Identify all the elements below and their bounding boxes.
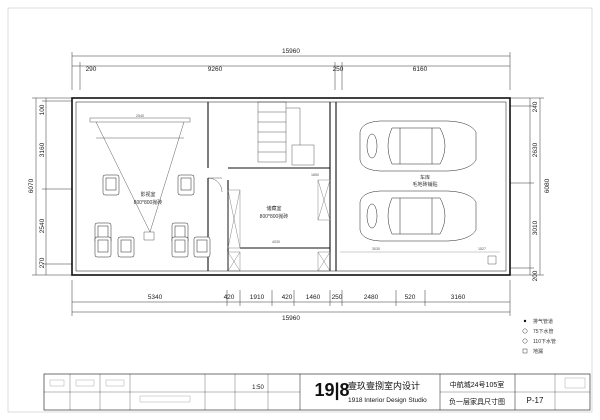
legend-circle-icon <box>522 338 528 344</box>
storage-name: 储藏室 <box>266 205 281 212</box>
stair <box>257 101 315 166</box>
top-seg-1: 290 <box>86 66 97 73</box>
audio-room-name: 影视室 <box>140 191 155 198</box>
right-dimension-chain <box>510 97 544 276</box>
bottom-seg-4: 420 <box>282 294 293 301</box>
legend-label: 排气管道 <box>533 318 553 325</box>
left-seg-3: 2540 <box>39 218 46 233</box>
bottom-dimension-chain <box>71 280 511 316</box>
inner-dim-storage: 4030 <box>272 240 280 244</box>
partition-walls <box>207 102 337 271</box>
left-seg-4: 270 <box>39 257 46 268</box>
top-seg-4: 6160 <box>413 66 428 73</box>
floor-drain-symbol <box>487 255 497 265</box>
left-seg-2: 3160 <box>39 142 46 157</box>
car-bottom <box>359 190 477 242</box>
wall-columns <box>227 179 331 272</box>
legend-circle-icon <box>522 328 528 334</box>
audio-room-seats <box>94 174 211 258</box>
seat <box>171 236 189 258</box>
company-name-en: 1918 Interior Design Studio <box>348 397 427 404</box>
left-dimension-chain <box>32 97 72 276</box>
bottom-seg-7: 2480 <box>364 294 379 301</box>
audio-room-floor: 800*800抛砖 <box>134 199 163 206</box>
top-seg-2: 9260 <box>208 66 223 73</box>
door-swing <box>207 177 223 193</box>
garage-name: 车库 <box>420 174 430 181</box>
bottom-seg-6: 250 <box>332 294 343 301</box>
inner-dim-left-top: 2540 <box>136 114 144 118</box>
audio-room-projection <box>89 117 191 241</box>
studio-logo-mark: 19|8 <box>314 380 349 400</box>
legend-label: 地漏 <box>533 348 543 355</box>
legend-square-icon <box>522 348 528 354</box>
legend-label: 110下水管 <box>533 338 556 345</box>
scale-value: 1:50 <box>252 385 264 391</box>
garage-floor: 毛地砖铺贴 <box>412 181 437 188</box>
bottom-seg-5: 1460 <box>306 294 321 301</box>
bottom-total-dim: 15960 <box>282 315 300 322</box>
bottom-seg-1: 5340 <box>148 294 163 301</box>
outer-walls <box>71 97 511 276</box>
right-seg-4: 200 <box>532 270 539 281</box>
bottom-seg-9: 3160 <box>451 294 466 301</box>
seat <box>94 236 112 258</box>
inner-dim-garage-a: 3030 <box>372 247 380 251</box>
right-total-dim: 6080 <box>544 178 551 193</box>
revision-box <box>564 377 586 389</box>
legend: 排气管道 75下水管 110下水管 地漏 <box>522 318 556 355</box>
right-seg-1: 240 <box>532 101 539 112</box>
left-total-dim: 6070 <box>28 178 35 193</box>
left-seg-1: 100 <box>39 104 46 115</box>
right-seg-2: 2630 <box>532 142 539 157</box>
title-block <box>43 373 591 411</box>
car-top <box>359 120 477 172</box>
page-number: P-17 <box>527 396 544 405</box>
legend-label: 75下水管 <box>533 328 554 335</box>
sheet-border <box>7 7 593 413</box>
company-name-cn: 壹玖壹捌室内设计 <box>348 380 420 391</box>
project-name: 中航城24号105室 <box>450 380 504 389</box>
top-total-dim: 15960 <box>282 48 300 55</box>
bottom-seg-8: 520 <box>405 294 416 301</box>
top-dimension-chain <box>71 52 511 90</box>
bottom-seg-2: 420 <box>224 294 235 301</box>
inner-dim-garage-b: 1527 <box>478 247 486 251</box>
bottom-seg-3: 1910 <box>250 294 265 301</box>
seat <box>102 174 120 196</box>
seat <box>193 236 211 258</box>
storage-floor: 800*800抛砖 <box>260 213 289 220</box>
right-seg-3: 3010 <box>532 220 539 235</box>
top-seg-3: 250 <box>333 66 344 73</box>
inner-dim-storage-side: 1850 <box>311 173 319 177</box>
legend-dot-icon <box>523 319 527 323</box>
seat <box>177 174 195 196</box>
seat <box>117 236 135 258</box>
drawing-title: 负一层家具尺寸图 <box>449 397 505 406</box>
